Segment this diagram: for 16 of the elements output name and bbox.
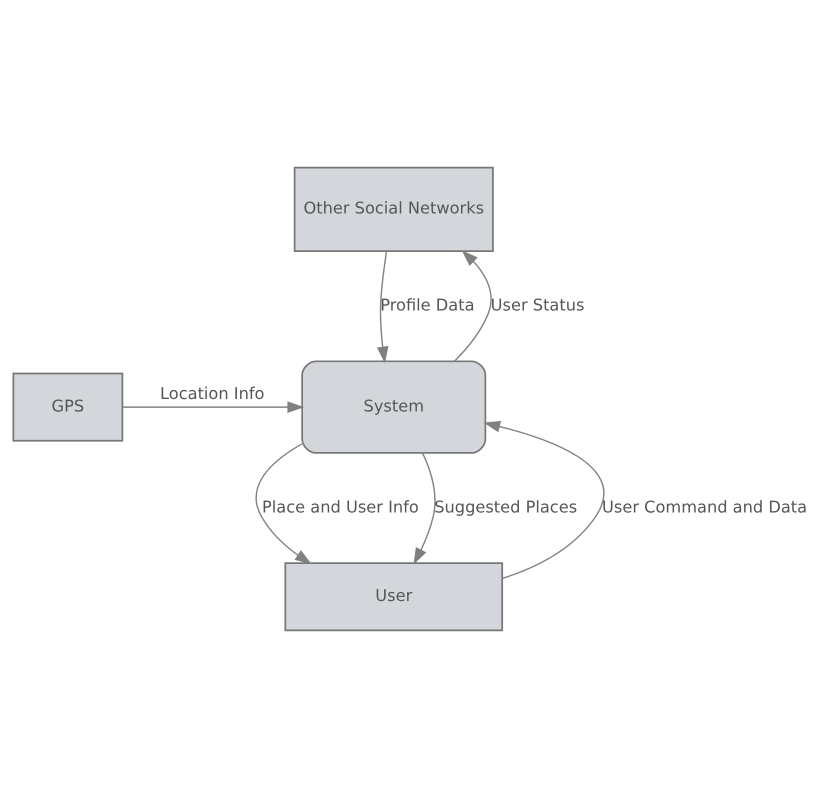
- arrow: [483, 420, 604, 578]
- edge-label: User Status: [490, 295, 584, 314]
- arrow: [414, 452, 436, 564]
- node-box: User: [284, 562, 504, 631]
- arrow: [122, 400, 304, 412]
- node-box: GPS: [12, 372, 124, 442]
- arrow: [256, 442, 312, 564]
- arrow: [454, 250, 492, 362]
- edge-label: Profile Data: [380, 295, 475, 314]
- edge-label: Location Info: [160, 384, 264, 403]
- node-box: Other Social Networks: [294, 166, 494, 252]
- node-box: System: [301, 360, 486, 454]
- edge-label: Place and User Info: [262, 496, 419, 516]
- arrow: [376, 250, 388, 363]
- edge-label: Suggested Places: [434, 496, 578, 516]
- edge-label: User Command and Data: [602, 496, 808, 516]
